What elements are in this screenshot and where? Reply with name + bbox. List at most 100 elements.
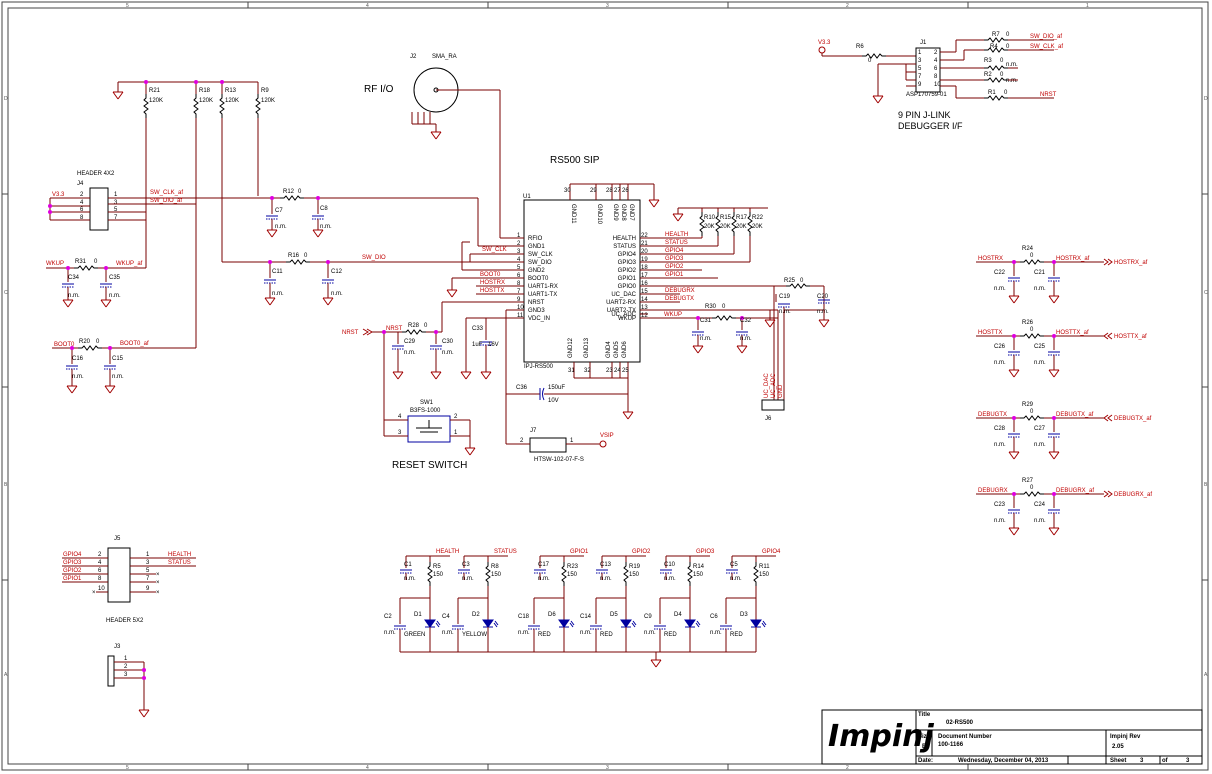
j4-pin1: 1 [114,192,118,198]
led-cap-val: n.m. [730,576,742,582]
u1-pin-health: HEALTH [613,236,636,242]
j1-pin-8: 8 [934,74,938,80]
uart-cap-val: n.m. [994,518,1006,524]
zone-top-1: 1 [1086,3,1089,9]
led-ref: D4 [674,612,682,618]
j1-pin-5: 5 [918,66,922,72]
uart-cap-ref: C23 [994,502,1006,508]
c32-ref: C32 [740,318,752,324]
u1-pin-num: 32 [584,368,591,374]
j1-v33: V3.3 [818,40,831,46]
zone-side-c-right: C [1204,290,1208,296]
zone-side-d: D [4,96,8,102]
u1-pin-num: 2 [517,241,521,247]
u1-pin-uart1-rx: UART1-RX [528,284,558,290]
j7-pin2: 2 [520,438,524,444]
u1-pin-num: 1 [517,233,521,239]
u1-pin-gpio0: GPIO0 [618,284,637,290]
c31-ref: C31 [700,318,712,324]
net-debugrx-u1: DEBUGRX [665,288,695,294]
zone-side-d-right: D [1204,96,1208,102]
uart-cap-val: n.m. [1034,360,1046,366]
net-sw-dio: SW_DIO [362,255,386,261]
net-gpio4-u1: GPIO4 [665,248,684,254]
u1-pin-gpio3: GPIO3 [618,260,637,266]
r31-val: 0 [94,259,98,265]
u1-pin-num: 5 [517,265,521,271]
uart-cap-ref: C28 [994,426,1006,432]
uart-net-out: DEBUGRX_af [1056,488,1094,494]
uart-net-in: DEBUGRX [978,488,1008,494]
u1-pin-boot0: BOOT0 [528,276,549,282]
uart-cap-val: n.m. [994,442,1006,448]
uart-cap-ref: C25 [1034,344,1046,350]
j5-pin: 9 [146,586,150,592]
j4-body [89,187,109,231]
led-resistor-ref: R19 [629,564,641,570]
j4-pin7: 7 [114,215,118,221]
net-debugtx-u1: DEBUGTX [665,296,694,302]
u1-pin-num: 26 [622,188,629,194]
net-health-u1: HEALTH [665,232,688,238]
date-label: Date: [918,758,933,764]
net-sw-clk: SW_CLK [482,247,507,253]
u1-right-pins: 22HEALTH21STATUS20GPIO419GPIO318GPIO217G… [606,233,648,322]
j5-pin: 2 [98,552,102,558]
j5-pin: 3 [146,560,150,566]
u1-left-nets: SW_CLK BOOT0 HOSTRX HOSTTX [441,198,516,430]
rf-io-label: RF I/O [364,84,394,95]
led-ref: D2 [472,612,480,618]
r2-nm: n.m. [1006,78,1018,84]
u1-pin-num: 3 [517,249,521,255]
r13-val: 120K [225,98,239,104]
j6-pin-gnd: GND [778,384,784,398]
no-connect: × [156,572,160,578]
u1-body [523,199,641,363]
j4-header: HEADER 4X2 J4 V3.3 2 1 4 3 6 5 8 7 SW_CL… [48,171,258,231]
r7-ref: R7 [992,32,1000,38]
uart-cap-ref: C24 [1034,502,1046,508]
zone-side-a: A [4,672,8,678]
sheet-label: Sheet [1110,758,1126,764]
c29-ref: C29 [404,339,416,345]
r3-ref: R3 [984,58,992,64]
r10-val: 20K [704,224,715,230]
r31-ref: R31 [75,259,87,265]
u1-pin-num: 23 [606,368,613,374]
u1-pin-num: 12 [641,313,648,319]
impinj-logo: Impinj [828,719,935,754]
j4-pin2: 2 [80,192,84,198]
j5-net-right: HEALTH [168,552,191,558]
r10-ref: R10 [704,215,716,221]
j5-net-left: GPIO2 [63,568,82,574]
led-ref: D3 [740,612,748,618]
zone-top-5: 5 [126,3,129,9]
r17-ref: R17 [736,215,748,221]
rev-label: Impinj Rev [1110,734,1141,740]
net-wkup: WKUP [46,261,64,267]
uart-cap-ref: C22 [994,270,1006,276]
c16-val: n.m. [72,374,84,380]
led-cap-val: n.m. [600,576,612,582]
j7-value: HTSW-102-07-F-S [534,457,584,463]
zone-bottom-4: 4 [366,765,369,771]
led-color: RED [730,632,743,638]
u1-pin-num: 18 [641,265,648,271]
reset-switch-label: RESET SWITCH [392,460,467,471]
u1-pin-num: 10 [517,305,524,311]
led-ref: D6 [548,612,556,618]
r1-val: 0 [1004,90,1008,96]
uart-resistor-ref: R24 [1022,246,1034,252]
u1-ref: U1 [523,194,531,200]
r22-ref: R22 [752,215,764,221]
net-sw-clk-af-j4: SW_CLK_af [150,190,183,196]
r18-val: 120K [199,98,213,104]
r3-nm: n.m. [1006,62,1018,68]
j3-ref: J3 [114,644,121,650]
led-net: STATUS [494,549,517,555]
uart-resistor-val: 0 [1030,327,1034,333]
c29-val: n.m. [404,350,416,356]
